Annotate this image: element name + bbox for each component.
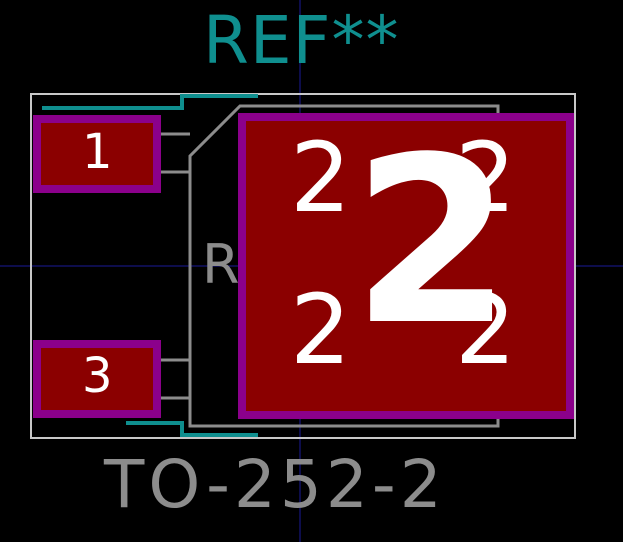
fab-reference-text: R bbox=[202, 233, 240, 296]
silkscreen-top-line bbox=[42, 94, 258, 110]
pad-1[interactable] bbox=[33, 115, 161, 193]
courtyard-outline bbox=[30, 93, 576, 439]
footprint-value[interactable]: TO-252-2 bbox=[104, 446, 446, 523]
pad-2-subpad-number: 2 bbox=[455, 274, 517, 386]
fab-body-outline bbox=[188, 104, 500, 428]
pad-2-subpad-number: 2 bbox=[455, 122, 517, 234]
pad-2-subpad-number: 2 bbox=[290, 274, 352, 386]
pad-2-number: 2 bbox=[352, 109, 513, 376]
pad-2-tab[interactable] bbox=[238, 113, 574, 419]
pad-2-subpad-number: 2 bbox=[290, 122, 352, 234]
silkscreen-bottom-line bbox=[126, 421, 258, 437]
pad-3[interactable] bbox=[33, 340, 161, 418]
pad-3-number: 3 bbox=[82, 348, 113, 404]
pad-1-number: 1 bbox=[82, 124, 113, 180]
reference-designator[interactable]: REF** bbox=[203, 2, 400, 79]
